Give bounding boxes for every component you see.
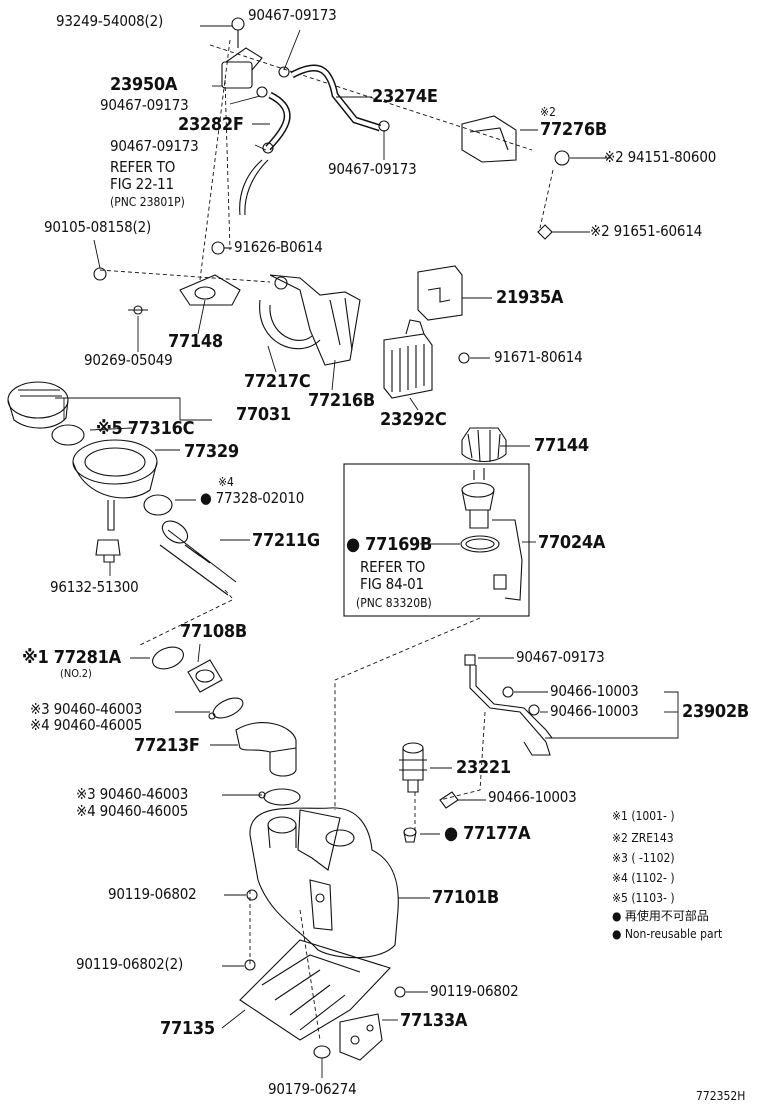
- label-91626-B0614: 91626-B0614: [234, 238, 323, 256]
- label-96132-51300: 96132-51300: [50, 578, 139, 596]
- label-90460-46005-b: ※4 90460-46005: [76, 802, 189, 820]
- label-90105-08158: 90105-08158(2): [44, 218, 152, 236]
- bolts-90119: [244, 889, 406, 998]
- filler-neck-77329: [72, 439, 173, 531]
- label-77328-02010: ● 77328-02010: [200, 489, 305, 507]
- label-90467-09173-b: 90467-09173: [100, 96, 189, 114]
- clamp-90460: [208, 697, 244, 720]
- label-90460-46003-b: ※3 90460-46003: [76, 785, 189, 803]
- tank-77101B: [249, 807, 399, 959]
- label-77217C: 77217C: [244, 371, 311, 392]
- label-93249-54008: 93249-54008(2): [56, 12, 164, 30]
- label-90119-06802-a: 90119-06802: [108, 885, 197, 903]
- bracket-77135: [239, 939, 392, 1041]
- label-77211G: 77211G: [252, 530, 320, 551]
- pipe-77211G: [159, 520, 237, 596]
- label-90460-46003-a: ※3 90460-46003: [30, 700, 143, 718]
- label-77108B: 77108B: [180, 621, 247, 642]
- label-91651-60614: ※2 91651-60614: [590, 222, 703, 240]
- cap-77144: [461, 427, 507, 463]
- clamp-lower: [258, 788, 301, 806]
- fuel-cap-77316C: [7, 381, 85, 446]
- gasket-77177A: [403, 827, 417, 843]
- label-refer-to-b: REFER TO: [360, 558, 426, 576]
- nut-90179: [313, 1045, 331, 1059]
- label-77177A: ● 77177A: [444, 823, 531, 844]
- part-23292C: [383, 319, 470, 399]
- label-pnc-83320b: (PNC 83320B): [356, 596, 432, 610]
- label-90467-09173-e: 90467-09173: [516, 648, 605, 666]
- label-77213F: 77213F: [134, 735, 200, 756]
- label-90467-09173-d: 90467-09173: [328, 160, 417, 178]
- label-77316C: ※5 77316C: [96, 418, 195, 439]
- label-77133A: 77133A: [400, 1010, 468, 1031]
- label-fig-22-11: FIG 22-11: [110, 175, 174, 193]
- legend-nonreusable-en: ● Non-reusable part: [612, 927, 723, 941]
- label-21935A: 21935A: [496, 287, 564, 308]
- label-90467-09173-c: 90467-09173: [110, 137, 199, 155]
- sender-gauge-77024A: [460, 468, 523, 601]
- label-90466-10003-b: 90466-10003: [550, 702, 639, 720]
- sender-gauge-box: [343, 463, 530, 617]
- label-23221: 23221: [456, 757, 511, 778]
- label-77281A: ※1 77281A: [22, 647, 121, 668]
- label-90119-06802-b: 90119-06802(2): [76, 955, 184, 973]
- figure-id: 772352H: [696, 1089, 746, 1103]
- leader-lines: [55, 25, 679, 1078]
- breather-tube: [239, 159, 269, 216]
- label-77216B: 77216B: [308, 390, 375, 411]
- hose-23902B: [464, 654, 553, 756]
- label-90269-05049: 90269-05049: [84, 351, 173, 369]
- clip-96132: [95, 539, 121, 563]
- label-23902B: 23902B: [682, 701, 749, 722]
- label-23282F: 23282F: [178, 114, 244, 135]
- label-90119-06802-c: 90119-06802: [430, 982, 519, 1000]
- label-no2: (NO.2): [60, 667, 92, 680]
- label-77024A: 77024A: [538, 532, 606, 553]
- label-77169B: ● 77169B: [346, 534, 433, 555]
- label-77101B: 77101B: [432, 887, 499, 908]
- legend-note-5: ※5 (1103- ): [612, 891, 675, 905]
- legend-note-2: ※2 ZRE143: [612, 831, 674, 845]
- label-90466-10003-c: 90466-10003: [488, 788, 577, 806]
- bolt-90269: [128, 305, 148, 315]
- pump-23221: [399, 742, 459, 809]
- label-77329: 77329: [184, 441, 239, 462]
- hose-77213F: [235, 722, 297, 777]
- label-91671-80614: 91671-80614: [494, 348, 583, 366]
- label-23292C: 23292C: [380, 409, 447, 430]
- label-note2-a: ※2: [540, 105, 556, 119]
- label-pnc-23801p: (PNC 23801P): [110, 195, 185, 209]
- label-77144: 77144: [534, 435, 589, 456]
- label-23274E: 23274E: [372, 86, 438, 107]
- label-77148: 77148: [168, 331, 223, 352]
- label-90466-10003-a: 90466-10003: [550, 682, 639, 700]
- label-77135: 77135: [160, 1018, 215, 1039]
- label-23950A: 23950A: [110, 74, 178, 95]
- legend-note-4: ※4 (1102- ): [612, 871, 675, 885]
- label-fig-84-01: FIG 84-01: [360, 575, 424, 593]
- filler-bracket-assembly: [179, 274, 361, 366]
- bracket-77133A: [339, 1013, 383, 1061]
- part-23950A: [221, 17, 263, 89]
- label-90179-06274: 90179-06274: [268, 1080, 357, 1098]
- label-77276B: 77276B: [540, 119, 607, 140]
- hose-clips: [256, 66, 390, 154]
- legend-note-1: ※1 (1001- ): [612, 809, 675, 823]
- legend-nonreusable-jp: ● 再使用不可部品: [612, 909, 709, 923]
- bolt-90105: [93, 267, 107, 281]
- label-77031: 77031: [236, 404, 291, 425]
- label-90460-46005-a: ※4 90460-46005: [30, 716, 143, 734]
- dashed-assembly-lines: [99, 39, 554, 1041]
- part-77276B: [461, 115, 570, 240]
- label-94151-80600: ※2 94151-80600: [604, 148, 717, 166]
- label-refer-to-a: REFER TO: [110, 158, 176, 176]
- connector-77108B: [152, 646, 223, 693]
- label-90467-09173-a: 90467-09173: [248, 6, 337, 24]
- legend-note-3: ※3 ( -1102): [612, 851, 675, 865]
- label-note4-a: ※4: [218, 475, 234, 489]
- part-21935A: [417, 265, 463, 321]
